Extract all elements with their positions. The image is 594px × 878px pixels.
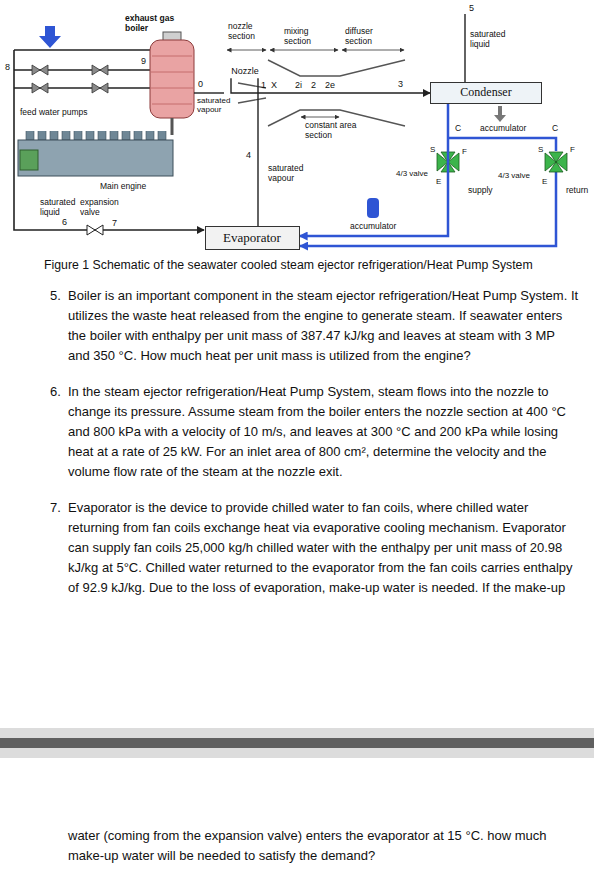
- accumulator-tank: [367, 198, 379, 218]
- pump-symbol: [32, 65, 48, 75]
- section-label: constant area section: [305, 121, 360, 140]
- node-text: Evaporator: [223, 231, 281, 246]
- state-number: 3: [398, 79, 403, 89]
- state-number: 8: [5, 62, 10, 72]
- four-way-valve: [437, 152, 567, 172]
- page-divider: [0, 728, 594, 758]
- pump-symbol: [92, 83, 108, 93]
- port-letter: E: [436, 178, 441, 187]
- state-number: 7: [112, 218, 117, 228]
- state-label: saturated vapour: [268, 164, 318, 183]
- port-letter: C: [455, 124, 461, 134]
- accumulator-arrow: [494, 115, 506, 122]
- question-number: 7.: [50, 498, 61, 518]
- nozzle-box: Nozzle: [225, 64, 265, 78]
- exhaust-duct: [171, 118, 174, 135]
- port-letter: S: [538, 146, 543, 155]
- port-letter: S: [430, 146, 435, 155]
- dimension-arrow: [227, 50, 404, 117]
- port-letter: E: [542, 178, 547, 187]
- dimension-arrow: [301, 117, 339, 118]
- node-text: Condenser: [460, 86, 511, 100]
- state-label: saturated vapour: [197, 97, 235, 115]
- valve-label: 4/3 valve: [498, 172, 530, 181]
- engine-block: [18, 131, 173, 176]
- state-number: 6: [62, 217, 67, 227]
- steam-pipe: [194, 92, 224, 93]
- dimension-arrow: [270, 50, 338, 51]
- valve-label: 4/3 valve: [396, 170, 428, 179]
- pipe-connector: [257, 78, 258, 226]
- dimension-arrow: [227, 50, 266, 51]
- state-number: 9: [141, 56, 146, 66]
- port-letter: F: [462, 148, 467, 157]
- engine-block: [20, 150, 38, 170]
- boiler-drum: [150, 40, 194, 118]
- condenser-box: Condenser: [430, 82, 542, 104]
- chilled-water-pipe: [300, 138, 556, 246]
- pipe-connector: [300, 104, 449, 236]
- figure-caption: Figure 1 Schematic of the seawater coole…: [44, 256, 590, 274]
- page-divider: [0, 738, 594, 748]
- boiler-drum: [151, 56, 193, 104]
- pump-symbol: [32, 65, 108, 93]
- component-label: accumulator: [350, 222, 396, 232]
- section-label: nozzle section: [228, 22, 268, 41]
- node-text: Nozzle: [231, 66, 259, 76]
- component-label: accumulator: [480, 124, 526, 134]
- page-divider: [0, 728, 594, 758]
- evaporator-box: Evaporator: [205, 226, 300, 250]
- liquid-pipe: [464, 14, 465, 82]
- question-number: 5.: [50, 286, 61, 306]
- port-letter: F: [570, 146, 575, 155]
- engine-block: [18, 140, 173, 176]
- expansion-valve-symbol: [87, 225, 103, 235]
- state-number: 2: [311, 80, 316, 90]
- component-label: expansion valve: [80, 198, 122, 217]
- pump-symbol: [92, 65, 108, 75]
- component-label: Main engine: [100, 182, 146, 192]
- state-number: 2i: [295, 80, 302, 90]
- ejector-body: [268, 60, 405, 76]
- feed-pipe: [14, 49, 150, 51]
- state-number: 5: [469, 3, 474, 13]
- state-label: saturated liquid: [470, 30, 520, 49]
- state-number: 0: [198, 79, 203, 89]
- component-label: exhaust gas boiler: [125, 14, 187, 33]
- pipe-connector: [231, 78, 430, 93]
- line-label: supply: [468, 186, 493, 196]
- question-text: In the steam ejector refrigeration/Heat …: [68, 382, 580, 482]
- section-label: mixing section: [284, 27, 324, 46]
- component-label: feed water pumps: [20, 108, 88, 118]
- state-number: 4: [246, 150, 251, 160]
- question-number: 6.: [50, 382, 61, 402]
- line-label: return: [566, 186, 588, 196]
- port-letter: C: [552, 124, 558, 134]
- boiler-drum: [150, 32, 194, 118]
- question-text: water (coming from the expansion valve) …: [68, 826, 580, 866]
- state-number: 1: [261, 80, 266, 90]
- accumulator-arrow: [494, 106, 506, 122]
- exhaust-arrow: [39, 26, 61, 48]
- dimension-arrow: [342, 50, 404, 51]
- question-text: Boiler is an important component in the …: [68, 286, 580, 366]
- state-number: X: [271, 80, 277, 90]
- four-way-valve: [545, 152, 567, 172]
- question-text: Evaporator is the device to provide chil…: [68, 498, 580, 598]
- accumulator-arrow: [498, 106, 502, 116]
- pump-symbol: [32, 83, 48, 93]
- state-number: 2e: [325, 80, 335, 90]
- section-label: diffuser section: [345, 27, 391, 46]
